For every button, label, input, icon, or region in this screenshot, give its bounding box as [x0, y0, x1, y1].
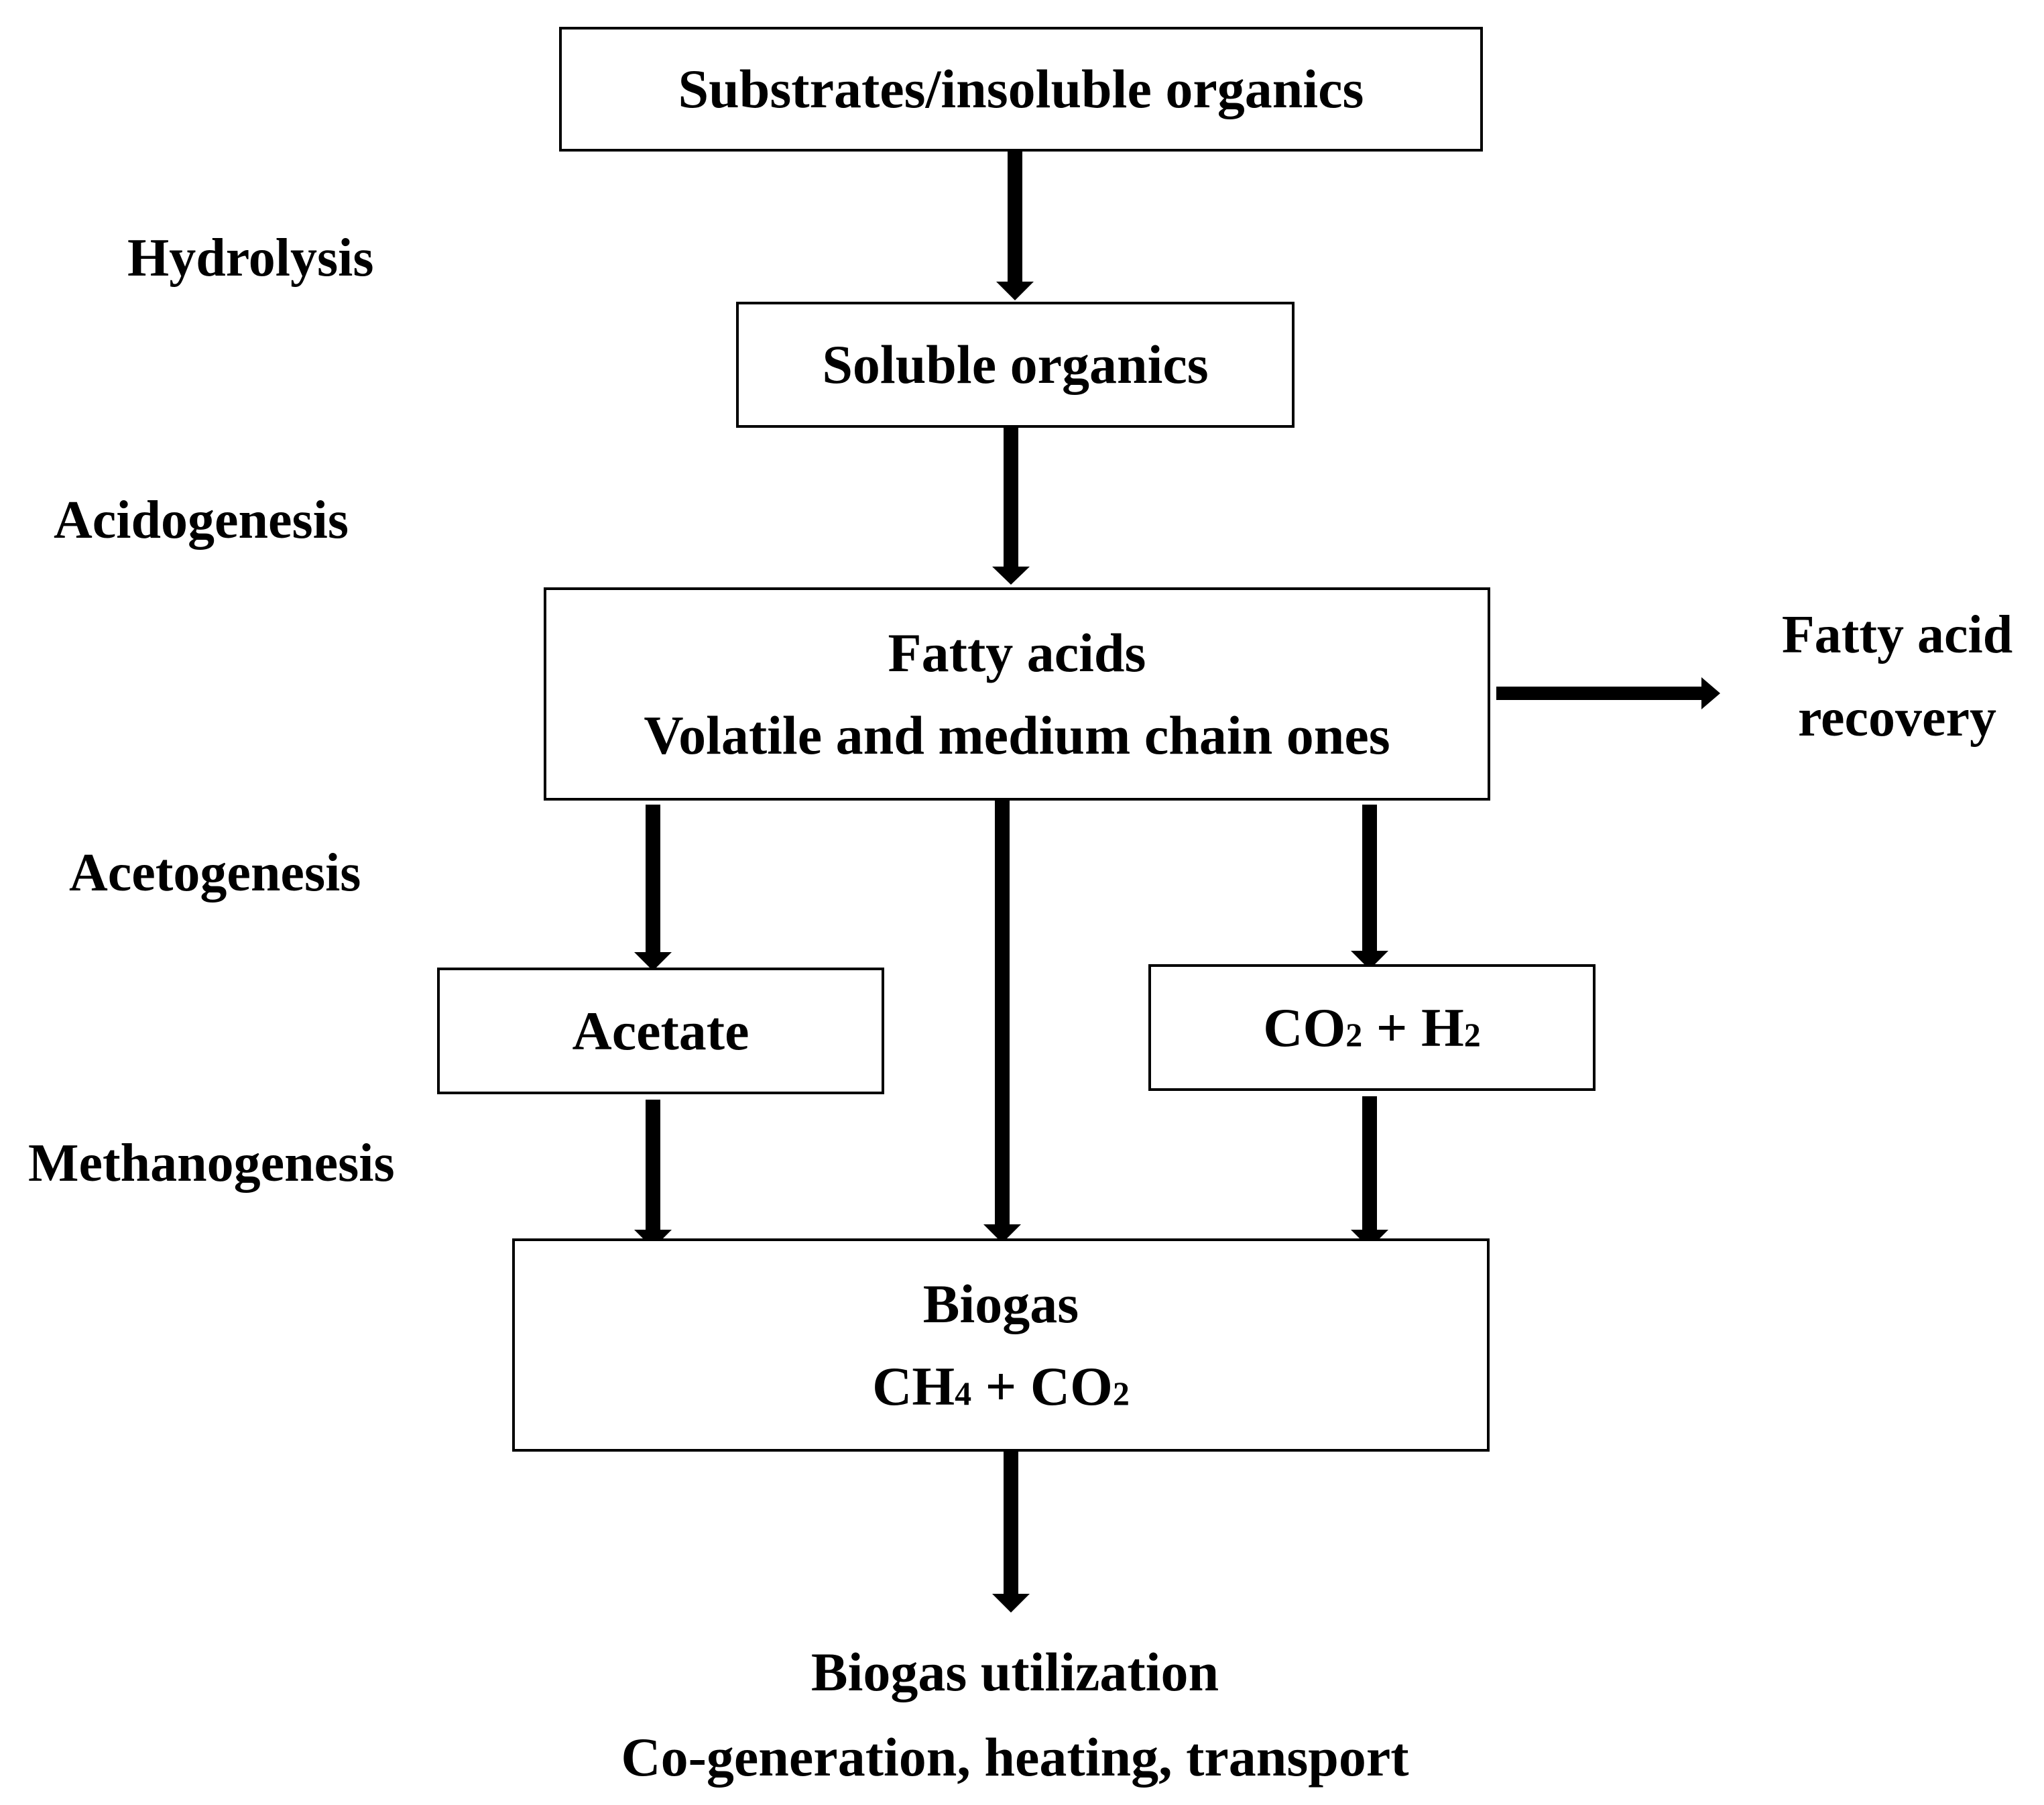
arrow-acetate-shaft: [646, 805, 660, 955]
acetate-box: Acetate: [437, 968, 884, 1094]
co2-base: CO: [1263, 996, 1346, 1058]
stage-hydrolysis: Hydrolysis: [127, 229, 374, 288]
arrow-center-head: [983, 1224, 1021, 1243]
ch4-subscript: 4: [955, 1375, 972, 1412]
arrow-recovery-head: [1701, 677, 1720, 709]
arrow-hydrolysis-head: [996, 282, 1034, 300]
co2-subscript: 2: [1345, 1015, 1363, 1053]
co2-base: CO: [1030, 1356, 1113, 1417]
fatty-acid-recovery-line2: recovery: [1797, 689, 1997, 748]
stage-methanogenesis: Methanogenesis: [28, 1134, 395, 1193]
biogas-formula: CH4 + CO2: [872, 1345, 1130, 1428]
biogas-title: Biogas: [922, 1273, 1079, 1334]
co2-subscript: 2: [1112, 1375, 1130, 1412]
arrow-acidogenesis-head: [992, 567, 1030, 585]
arrow-center-shaft: [995, 799, 1010, 1228]
arrow-co2h2-shaft: [1362, 805, 1377, 953]
plus-sign: +: [1376, 996, 1408, 1058]
soluble-organics-label: Soluble organics: [822, 334, 1209, 395]
arrow-co2h2-head: [1351, 951, 1388, 970]
fatty-acid-recovery-label: Fatty acid recovery: [1750, 593, 2044, 760]
fatty-acids-subtitle: Volatile and medium chain ones: [644, 705, 1390, 766]
fatty-acid-recovery-line1: Fatty acid: [1781, 605, 2013, 664]
h2-base: H: [1421, 996, 1464, 1058]
biogas-utilization-title: Biogas utilization: [810, 1641, 1219, 1702]
arrow-acetate-head: [634, 952, 672, 971]
arrow-acidogenesis-shaft: [1004, 426, 1018, 570]
biogas-utilization-uses: Co-generation, heating, transport: [621, 1727, 1409, 1788]
soluble-organics-box: Soluble organics: [736, 302, 1295, 428]
arrow-hydrolysis-shaft: [1008, 151, 1022, 285]
substrates-label: Substrates/insoluble organics: [678, 58, 1364, 119]
plus-sign: +: [985, 1356, 1017, 1417]
fatty-acids-box: Fatty acids Volatile and medium chain on…: [544, 587, 1490, 801]
acetate-label: Acetate: [572, 1000, 749, 1061]
stage-acidogenesis: Acidogenesis: [54, 491, 349, 550]
arrow-utilization-head: [992, 1594, 1030, 1613]
h2-subscript: 2: [1463, 1015, 1481, 1053]
biogas-utilization-label: Biogas utilization Co-generation, heatin…: [546, 1629, 1484, 1800]
arrow-co2h2-biogas-shaft: [1362, 1096, 1377, 1234]
ch4-base: CH: [872, 1356, 955, 1417]
stage-acetogenesis: Acetogenesis: [69, 843, 361, 902]
arrow-recovery-shaft: [1496, 687, 1704, 700]
fatty-acids-title: Fatty acids: [888, 622, 1146, 683]
arrow-utilization-shaft: [1004, 1450, 1018, 1598]
arrow-acetate-biogas-shaft: [646, 1100, 660, 1234]
co2-h2-box: CO2 + H2: [1148, 964, 1596, 1091]
biogas-box: Biogas CH4 + CO2: [512, 1238, 1490, 1452]
substrates-box: Substrates/insoluble organics: [559, 27, 1483, 152]
co2-h2-label: CO2 + H2: [1263, 996, 1481, 1059]
